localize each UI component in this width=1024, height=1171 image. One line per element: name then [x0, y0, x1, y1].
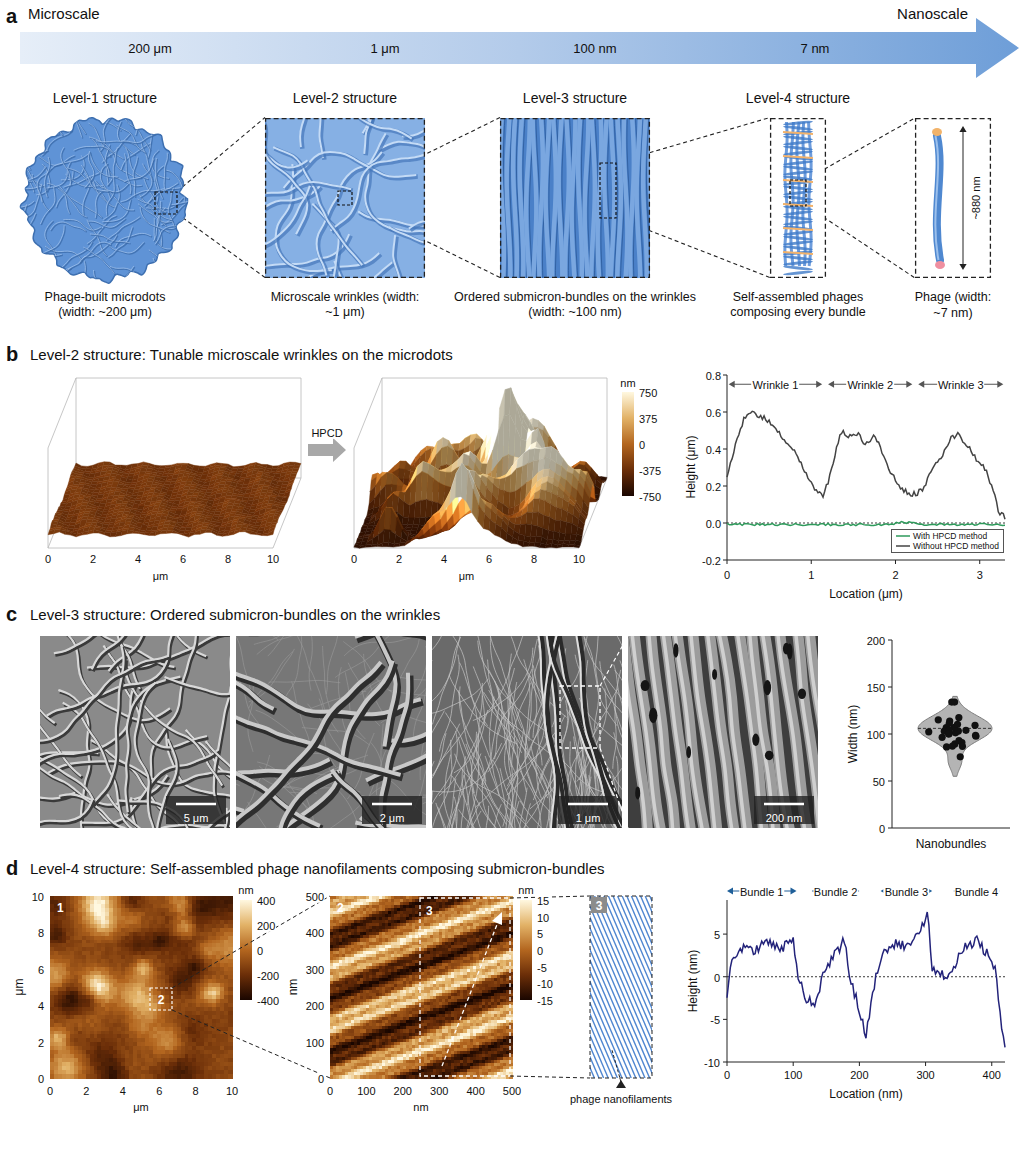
figure-page: Level-1 structurePhage-built microdots (… — [0, 0, 1024, 1171]
